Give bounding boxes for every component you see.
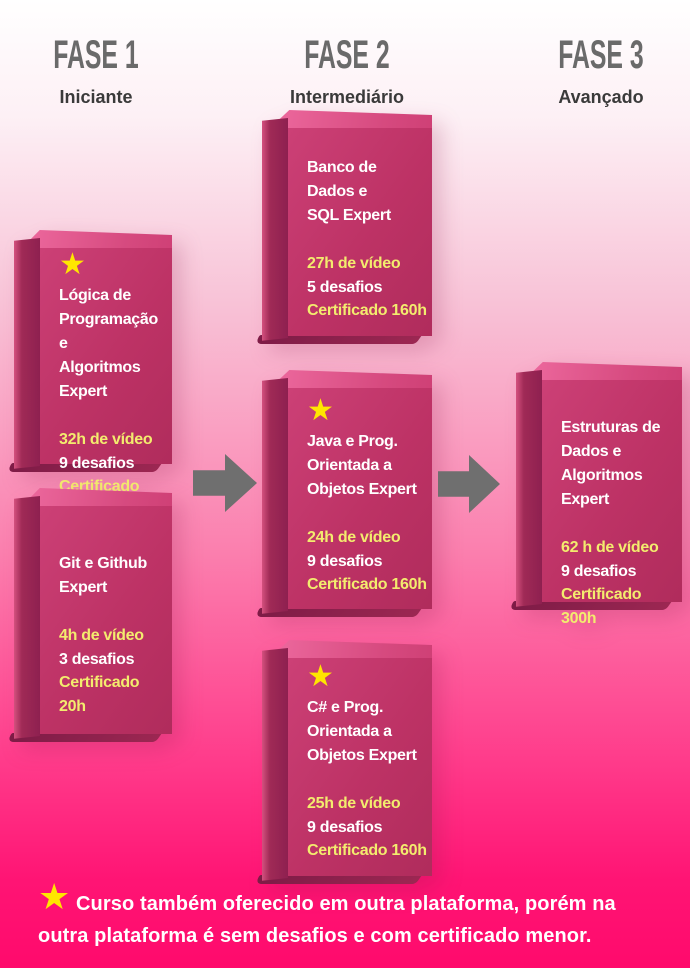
book-spine xyxy=(14,238,40,469)
course-challenges: 3 desafios xyxy=(59,650,135,668)
course-title: Lógica de Programação e Algoritmos Exper… xyxy=(59,287,158,400)
book-spine xyxy=(14,496,40,739)
book-top-face xyxy=(522,362,682,382)
course-card-banco-dados-sql: Banco de Dados e SQL Expert 27h de vídeo… xyxy=(253,110,432,344)
course-card-estruturas-dados: Estruturas de Dados e Algoritmos Expert … xyxy=(507,362,682,627)
course-certificate: Certificado 300h xyxy=(561,586,642,627)
book-top-face xyxy=(20,488,172,508)
course-title: Git e Github Expert xyxy=(59,555,147,596)
book-front-face xyxy=(288,388,432,609)
footnote: ★ Curso também oferecido em outra plataf… xyxy=(38,879,618,952)
book-spine xyxy=(262,118,288,341)
star-icon: ★ xyxy=(38,876,71,917)
course-title: Banco de Dados e SQL Expert xyxy=(307,159,391,224)
phase-1-subtitle: Iniciante xyxy=(59,87,133,107)
course-card-java-poo: ★ Java e Prog. Orientada a Objetos Exper… xyxy=(253,370,432,617)
course-challenges: 5 desafios xyxy=(307,278,383,296)
arrow-right-icon xyxy=(438,455,500,513)
course-hours: 4h de vídeo xyxy=(59,627,144,644)
star-icon: ★ xyxy=(307,394,334,427)
footnote-line-2: outra plataforma é sem desafios e com ce… xyxy=(38,925,592,947)
book-top-face xyxy=(20,230,172,250)
book-front-face xyxy=(288,658,432,876)
footnote-line-1: Curso também oferecido em outra platafor… xyxy=(76,893,616,915)
book-spine xyxy=(262,648,288,881)
course-certificate: Certificado 20h xyxy=(59,674,140,715)
book-front-face xyxy=(40,506,172,734)
course-certificate: Certificado 160h xyxy=(307,302,427,319)
course-challenges: 9 desafios xyxy=(561,562,637,580)
phase-header-1: FASE 1 Iniciante xyxy=(16,33,176,108)
course-title: Java e Prog. Orientada a Objetos Expert xyxy=(307,433,417,498)
course-card-git-github: Git e Github Expert 4h de vídeo 3 desafi… xyxy=(5,488,172,742)
phase-3-title: FASE 3 xyxy=(558,33,644,77)
course-certificate: Certificado 160h xyxy=(307,576,427,593)
book-top-face xyxy=(268,370,432,390)
book-front-face xyxy=(542,380,682,602)
book-front-face xyxy=(288,128,432,336)
course-challenges: 9 desafios xyxy=(307,818,383,836)
phase-header-3: FASE 3 Avançado xyxy=(521,33,681,108)
course-card-logica-programacao: ★ Lógica de Programação e Algoritmos Exp… xyxy=(5,230,172,519)
arrow-right-icon xyxy=(193,454,257,512)
course-hours: 32h de vídeo xyxy=(59,431,153,448)
course-challenges: 9 desafios xyxy=(307,552,383,570)
course-hours: 24h de vídeo xyxy=(307,529,401,546)
course-title: Estruturas de Dados e Algoritmos Expert xyxy=(561,419,661,508)
course-title: C# e Prog. Orientada a Objetos Expert xyxy=(307,699,417,764)
book-spine xyxy=(262,378,288,614)
star-icon: ★ xyxy=(307,660,334,693)
book-front-face xyxy=(40,248,172,464)
phase-1-title: FASE 1 xyxy=(53,33,139,77)
footnote-text: Curso também oferecido em outra platafor… xyxy=(38,888,618,952)
phase-2-title: FASE 2 xyxy=(304,33,390,77)
book-top-face xyxy=(268,640,432,660)
course-hours: 27h de vídeo xyxy=(307,255,401,272)
phase-3-subtitle: Avançado xyxy=(558,87,644,107)
course-challenges: 9 desafios xyxy=(59,454,135,472)
phase-header-2: FASE 2 Intermediário xyxy=(267,33,427,108)
book-spine xyxy=(516,370,542,607)
star-icon: ★ xyxy=(59,248,86,281)
course-hours: 25h de vídeo xyxy=(307,795,401,812)
course-card-csharp-poo: ★ C# e Prog. Orientada a Objetos Expert … xyxy=(253,640,432,884)
phase-2-subtitle: Intermediário xyxy=(289,87,405,107)
book-top-face xyxy=(268,110,432,130)
course-certificate: Certificado 160h xyxy=(307,842,427,859)
course-hours: 62 h de vídeo xyxy=(561,539,659,556)
